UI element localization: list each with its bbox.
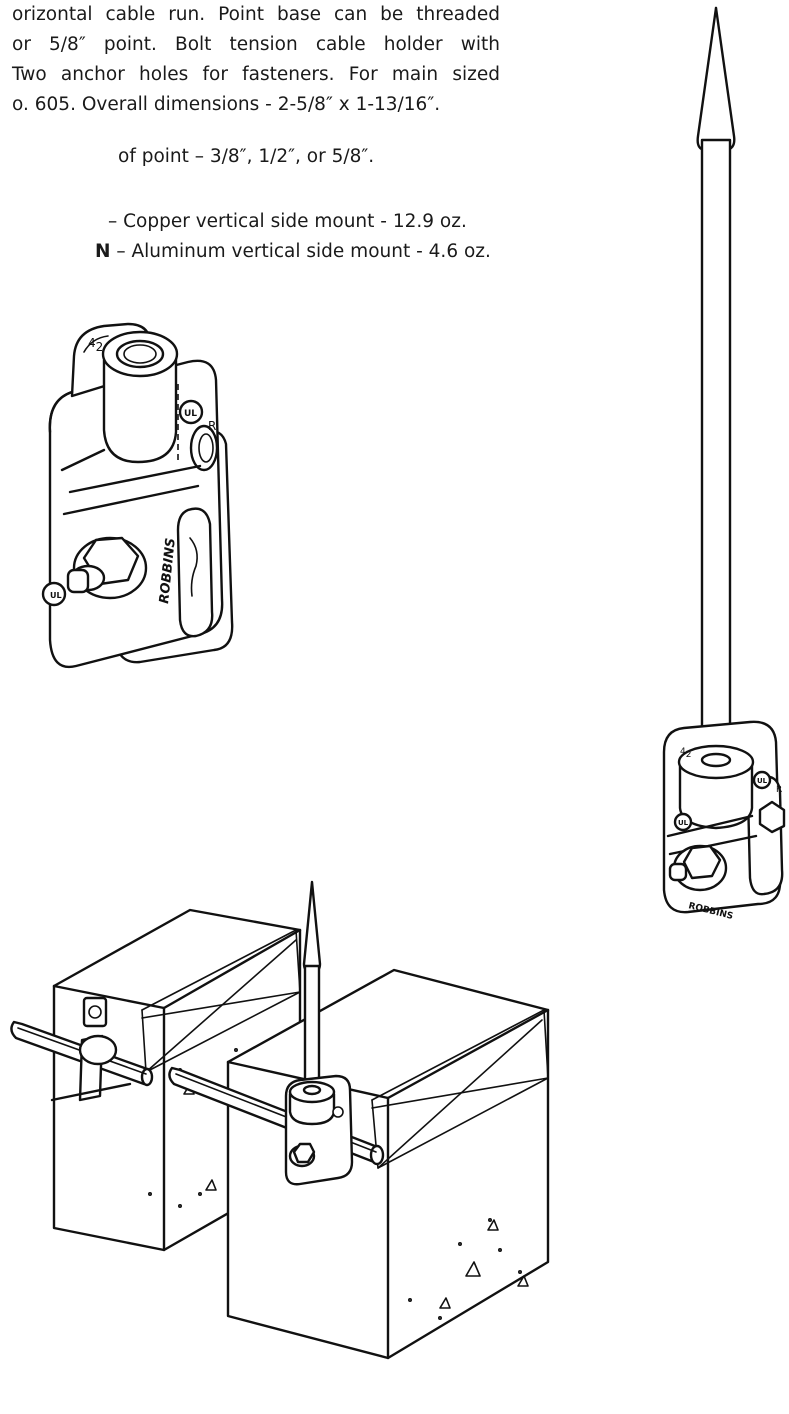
ul-badge-icon [673,812,693,832]
point-size-note: of point – 3/8″, 1/2″, or 5/8″. [118,146,375,167]
size-mark: 42 [680,747,691,760]
brand-mark: ROBBINS [157,537,179,604]
description-paragraph: orizontal cable run. Point base can be t… [0,0,500,120]
description-line: Two anchor holes for fasteners. For main… [12,64,500,85]
description-line: orizontal cable run. Point base can be t… [12,4,500,25]
catalog-entry-copper: – Copper vertical side mount - 12.9 oz. [108,211,467,232]
registered-mark: R [776,785,782,795]
catalog-code: N [95,241,111,262]
ul-mark: UL [757,777,768,785]
ul-mark-small: UL [50,591,62,600]
side-mount-base-detail [41,322,234,669]
catalog-text: – Aluminum vertical side mount - 4.6 oz. [116,241,491,262]
ul-mark: UL [678,819,689,827]
product-description: orizontal cable run. Point base can be t… [0,0,500,120]
description-line: or 5/8″ point. Bolt tension cable holder… [12,34,500,55]
registered-mark: R [208,419,216,433]
ul-badge-icon [752,770,772,790]
installation-scene [10,880,550,1360]
catalog-entry-aluminum: N – Aluminum vertical side mount - 4.6 o… [95,241,491,262]
ul-mark: UL [184,409,197,419]
size-mark: 42 [88,336,103,354]
air-terminal-assembly [662,6,786,914]
ul-badge-icon [178,399,204,425]
description-line: o. 605. Overall dimensions - 2-5/8″ x 1-… [12,94,441,115]
catalog-text: – Copper vertical side mount - 12.9 oz. [108,211,467,232]
